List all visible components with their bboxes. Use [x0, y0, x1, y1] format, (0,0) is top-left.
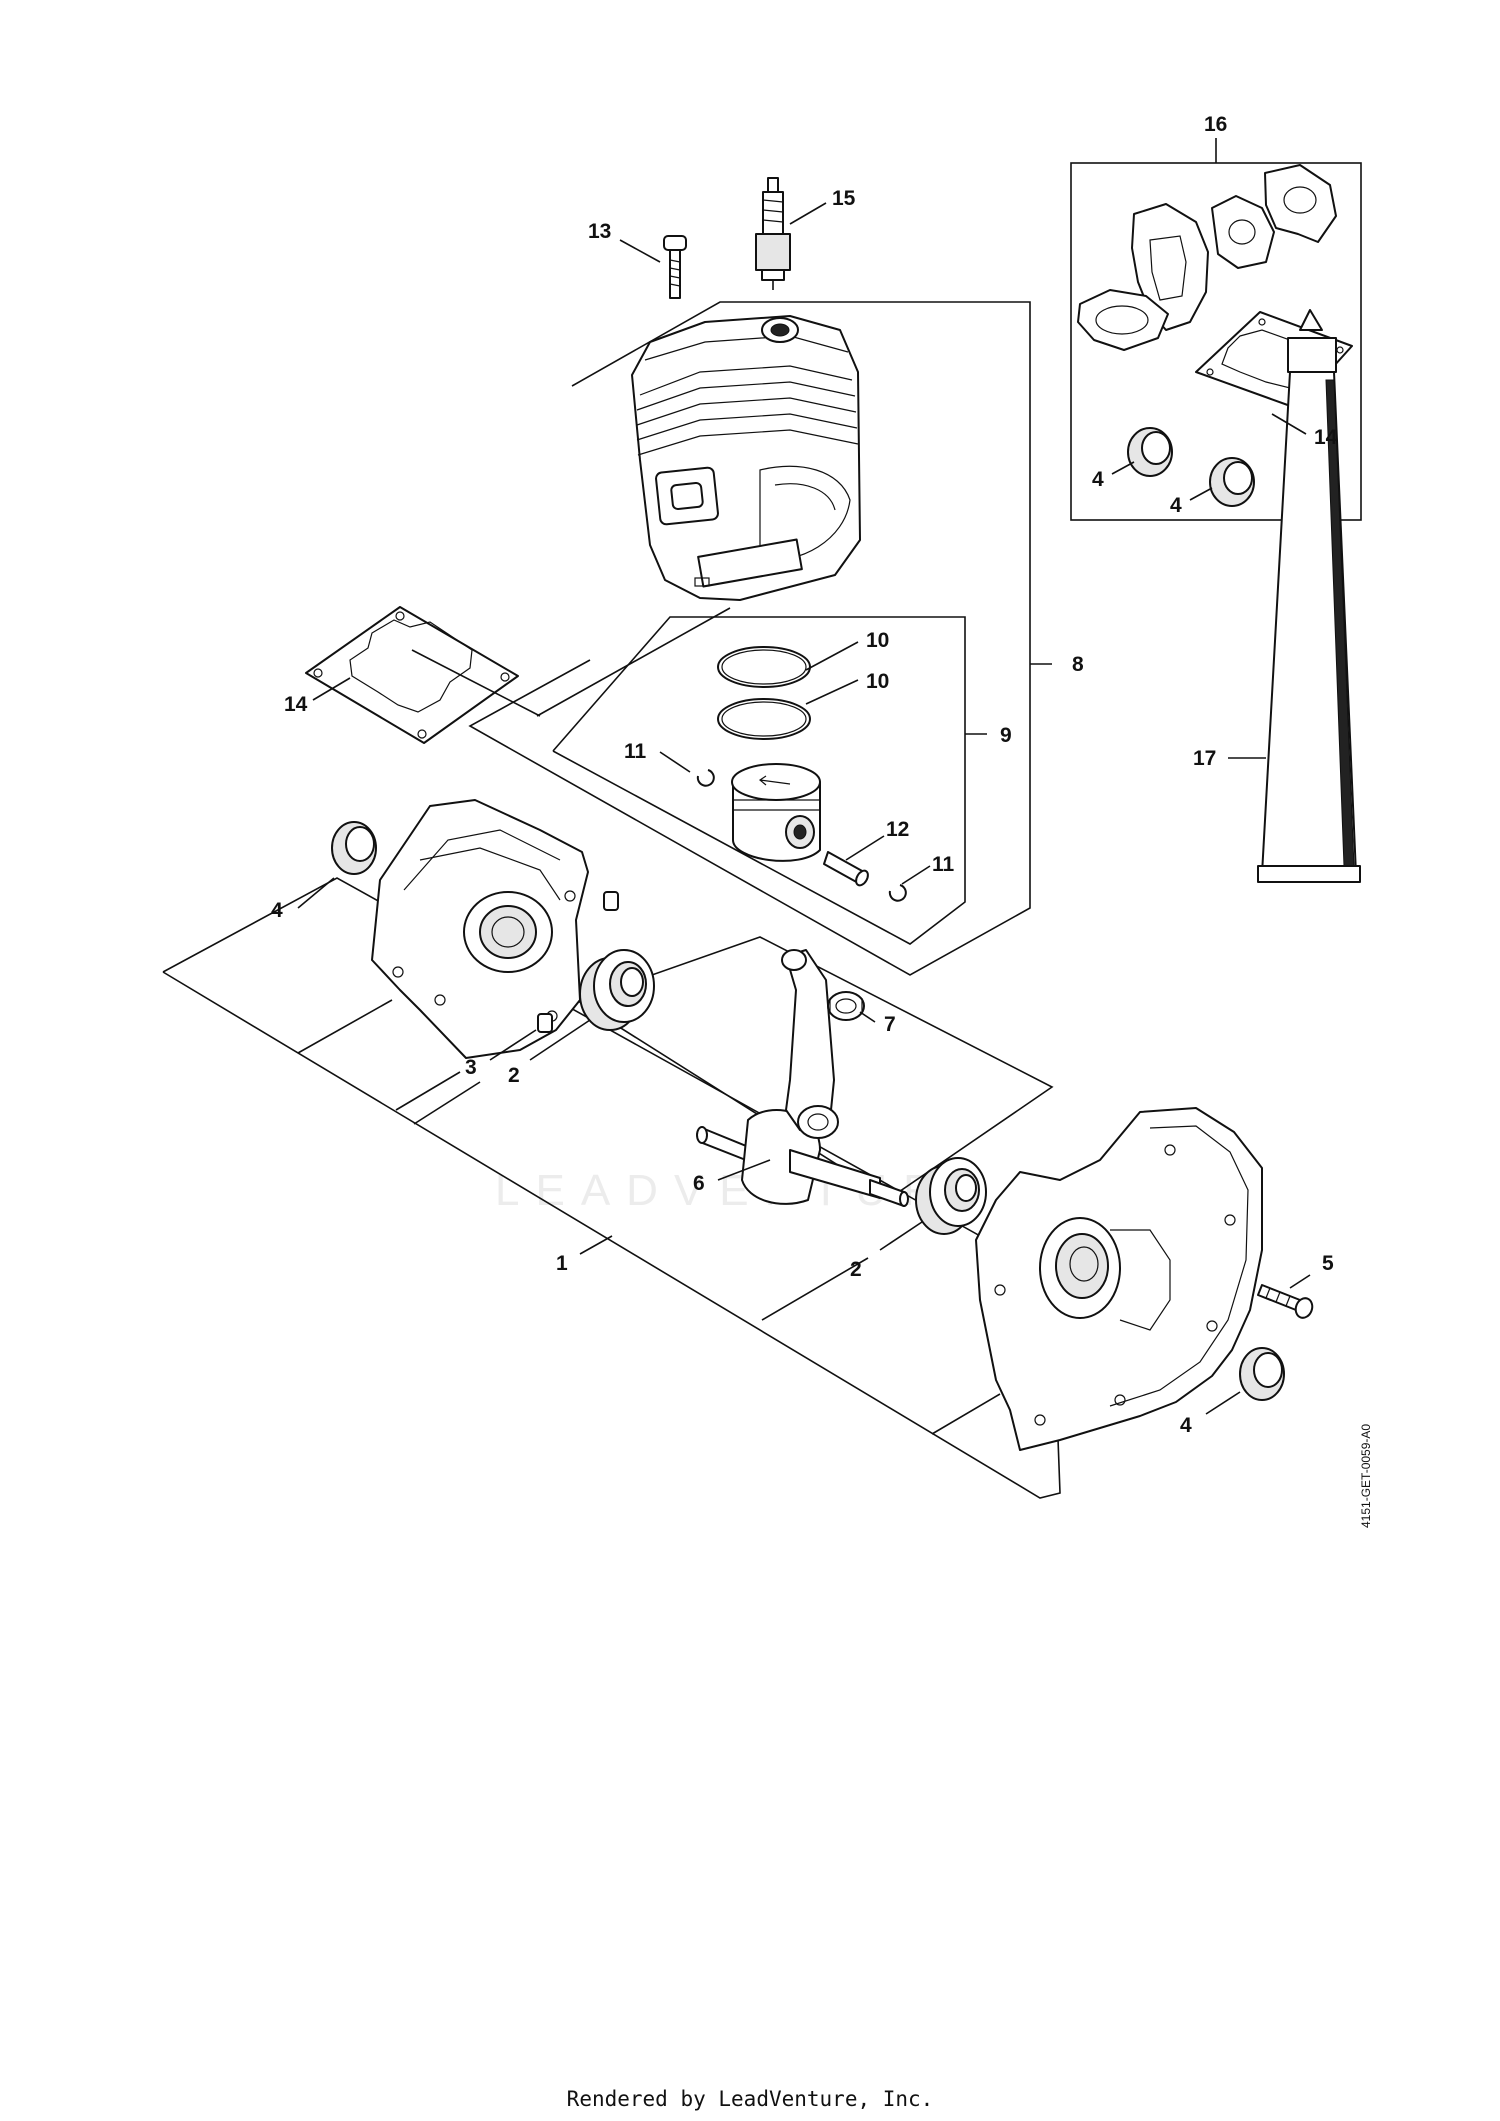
leader-3: [489, 1029, 537, 1061]
leader-4-right: [1205, 1391, 1241, 1415]
callout-12: 12: [886, 818, 909, 841]
leader-1: [579, 1235, 613, 1255]
circlip-11-left: [696, 769, 715, 787]
group-1-branch-right: [761, 1257, 869, 1321]
cylinder: [631, 315, 861, 601]
callout-10-lower: 10: [866, 670, 889, 693]
leader-11-right: [901, 865, 931, 885]
leader-10-upper: [805, 641, 859, 671]
needle-cage-7: [827, 991, 865, 1021]
gasket-to-group-leader: [411, 649, 541, 717]
dowel-pin-upper: [603, 891, 619, 911]
oil-seal-4-right: [1239, 1347, 1285, 1401]
screw-13: [663, 235, 687, 299]
callout-13: 13: [588, 220, 611, 243]
callout-4-box-upper: 4: [1092, 468, 1104, 491]
dowel-pin-3: [537, 1013, 553, 1033]
leader-4-left: [297, 877, 335, 909]
crankcase-half-left: [371, 799, 589, 1059]
cylinder-gasket-leader: [536, 607, 731, 717]
document-id: 4151-GET-0059-A0: [1359, 1424, 1373, 1528]
leader-5: [1289, 1274, 1311, 1289]
callout-11-right: 11: [932, 853, 955, 876]
ball-bearing-2-right: [915, 1157, 987, 1235]
footer-credit: Rendered by LeadVenture, Inc.: [566, 2087, 934, 2111]
callout-10-upper: 10: [866, 629, 889, 652]
piston: [731, 763, 821, 862]
callout-9: 9: [1000, 724, 1012, 747]
group-1-branch-mid2: [413, 1081, 481, 1125]
callout-5: 5: [1322, 1252, 1334, 1275]
group-1-branch-right2: [931, 1393, 1001, 1435]
screw-5: [1257, 1284, 1314, 1319]
callout-17: 17: [1193, 747, 1216, 770]
leader-6: [717, 1159, 771, 1181]
callout-4-left: 4: [271, 899, 283, 922]
callout-8: 8: [1072, 653, 1084, 676]
connecting-rod: [781, 949, 839, 1139]
base-gasket-14-left: [305, 606, 519, 744]
leader-11-left: [659, 751, 691, 773]
group-1-branch-mid: [395, 1071, 461, 1111]
grease-tube-17: [1257, 309, 1361, 883]
leader-12: [845, 835, 885, 861]
leader-10-lower: [805, 679, 859, 705]
callout-14-left: 14: [284, 693, 308, 716]
leader-14-left: [312, 677, 351, 701]
leader-14-right: [1271, 413, 1307, 435]
group-1-branch-left: [297, 999, 393, 1054]
callout-4-right: 4: [1180, 1414, 1192, 1437]
oil-seal-4-box-lower: [1209, 457, 1255, 507]
callout-16: 16: [1204, 113, 1227, 136]
callout-4-box-lower: 4: [1170, 494, 1182, 517]
callout-7: 7: [884, 1013, 896, 1036]
callout-15: 15: [832, 187, 856, 210]
callout-11-left: 11: [624, 740, 647, 763]
crankcase-half-right: [975, 1107, 1263, 1451]
callout-1: 1: [556, 1252, 568, 1275]
callout-2-left: 2: [508, 1064, 520, 1087]
group-8-outline: [468, 301, 1031, 976]
callout-14-right: 14: [1314, 426, 1338, 449]
oil-seal-4-box-upper: [1127, 427, 1173, 477]
leader-2-right: [879, 1221, 923, 1251]
leader-2-left: [529, 1019, 591, 1061]
leader-13: [619, 239, 661, 263]
callout-2-right: 2: [850, 1258, 862, 1281]
piston-ring-10-lower: [717, 698, 811, 740]
circlip-11-right: [888, 884, 907, 902]
oil-seal-4-left: [331, 821, 377, 875]
group-9-outline: [552, 616, 966, 945]
callout-6: 6: [693, 1172, 705, 1195]
leader-4-box-upper: [1111, 461, 1135, 475]
leader-15: [789, 202, 827, 225]
callout-3: 3: [465, 1056, 477, 1079]
leader-7: [859, 1011, 876, 1023]
spark-plug-15: [755, 177, 791, 290]
leader-4-box-lower: [1189, 487, 1213, 501]
piston-pin-12: [823, 851, 869, 887]
ball-bearing-2-left: [579, 949, 655, 1031]
piston-ring-10-upper: [717, 646, 811, 688]
crankshaft-6: [696, 1109, 909, 1207]
